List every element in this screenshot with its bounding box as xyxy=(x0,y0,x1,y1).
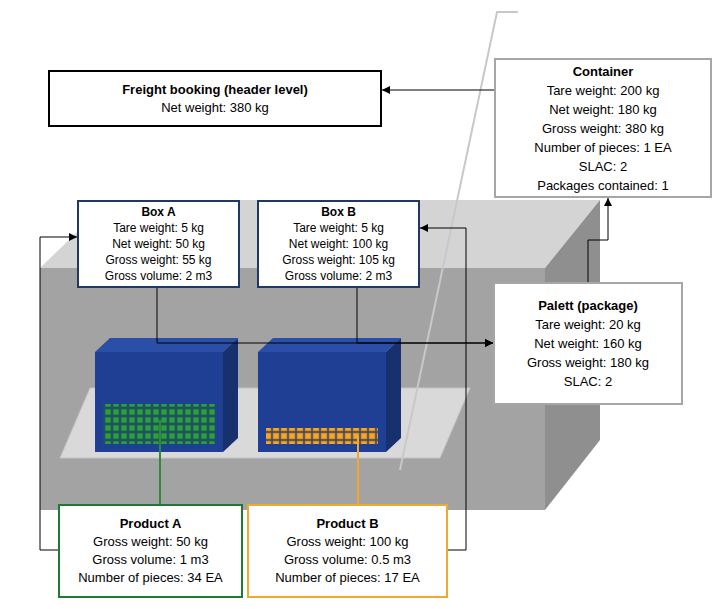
container-box: ContainerTare weight: 200 kgNet weight: … xyxy=(494,58,712,198)
arrow-connector xyxy=(382,90,494,91)
node-field: Number of pieces: 34 EA xyxy=(78,569,223,587)
node-field: Tare weight: 20 kg xyxy=(535,315,641,334)
box-node: Box ATare weight: 5 kgNet weight: 50 kgG… xyxy=(77,200,240,288)
box-front-face xyxy=(258,352,386,452)
node-field: Net weight: 160 kg xyxy=(534,334,642,353)
node-heading: Freight booking (header level) xyxy=(122,81,308,99)
box-node: Box BTare weight: 5 kgNet weight: 100 kg… xyxy=(257,200,420,288)
node-heading: Box B xyxy=(321,204,356,220)
leader-line xyxy=(357,436,359,504)
product-box: Product AGross weight: 50 kgGross volume… xyxy=(58,504,243,598)
node-field: Gross weight: 105 kg xyxy=(282,252,395,268)
node-field: Gross weight: 380 kg xyxy=(542,119,664,138)
leader-line xyxy=(159,420,161,504)
header-box: Freight booking (header level)Net weight… xyxy=(48,70,382,127)
product-box: Product BGross weight: 100 kgGross volum… xyxy=(247,504,448,598)
node-field: SLAC: 2 xyxy=(564,372,612,391)
node-field: Packages contained: 1 xyxy=(537,176,669,195)
arrow-connector xyxy=(588,198,608,282)
node-field: Net weight: 180 kg xyxy=(549,100,657,119)
node-field: Gross volume: 2 m3 xyxy=(285,268,392,284)
node-field: Tare weight: 5 kg xyxy=(293,220,384,236)
node-field: Tare weight: 5 kg xyxy=(113,220,204,236)
arrow-connector xyxy=(357,288,493,343)
container-front-face xyxy=(40,268,545,510)
node-field: Gross volume: 2 m3 xyxy=(105,268,212,284)
node-field: SLAC: 2 xyxy=(579,157,627,176)
node-field: Gross weight: 50 kg xyxy=(93,533,208,551)
node-heading: Product B xyxy=(316,515,378,533)
box-top-face xyxy=(95,338,238,352)
box-side-face xyxy=(223,338,238,452)
node-field: Gross weight: 55 kg xyxy=(105,252,211,268)
node-heading: Palett (package) xyxy=(538,296,638,315)
arrow-connector xyxy=(157,288,493,343)
node-field: Gross volume: 1 m3 xyxy=(92,551,208,569)
node-heading: Box A xyxy=(141,204,175,220)
node-field: Tare weight: 200 kg xyxy=(547,81,660,100)
box-top-face xyxy=(258,338,401,352)
node-field: Net weight: 100 kg xyxy=(289,236,388,252)
product-cubes xyxy=(266,428,378,444)
node-field: Number of pieces: 17 EA xyxy=(275,569,420,587)
node-heading: Container xyxy=(573,62,634,81)
node-field: Number of pieces: 1 EA xyxy=(534,138,671,157)
node-field: Gross weight: 180 kg xyxy=(527,353,649,372)
arrow-connector xyxy=(420,228,466,550)
node-field: Net weight: 380 kg xyxy=(161,99,269,117)
node-field: Net weight: 50 kg xyxy=(112,236,205,252)
node-heading: Product A xyxy=(120,515,182,533)
node-field: Gross weight: 100 kg xyxy=(286,533,408,551)
package-box: Palett (package)Tare weight: 20 kgNet we… xyxy=(493,282,683,405)
box-side-face xyxy=(386,338,401,452)
node-field: Gross volume: 0.5 m3 xyxy=(284,551,411,569)
